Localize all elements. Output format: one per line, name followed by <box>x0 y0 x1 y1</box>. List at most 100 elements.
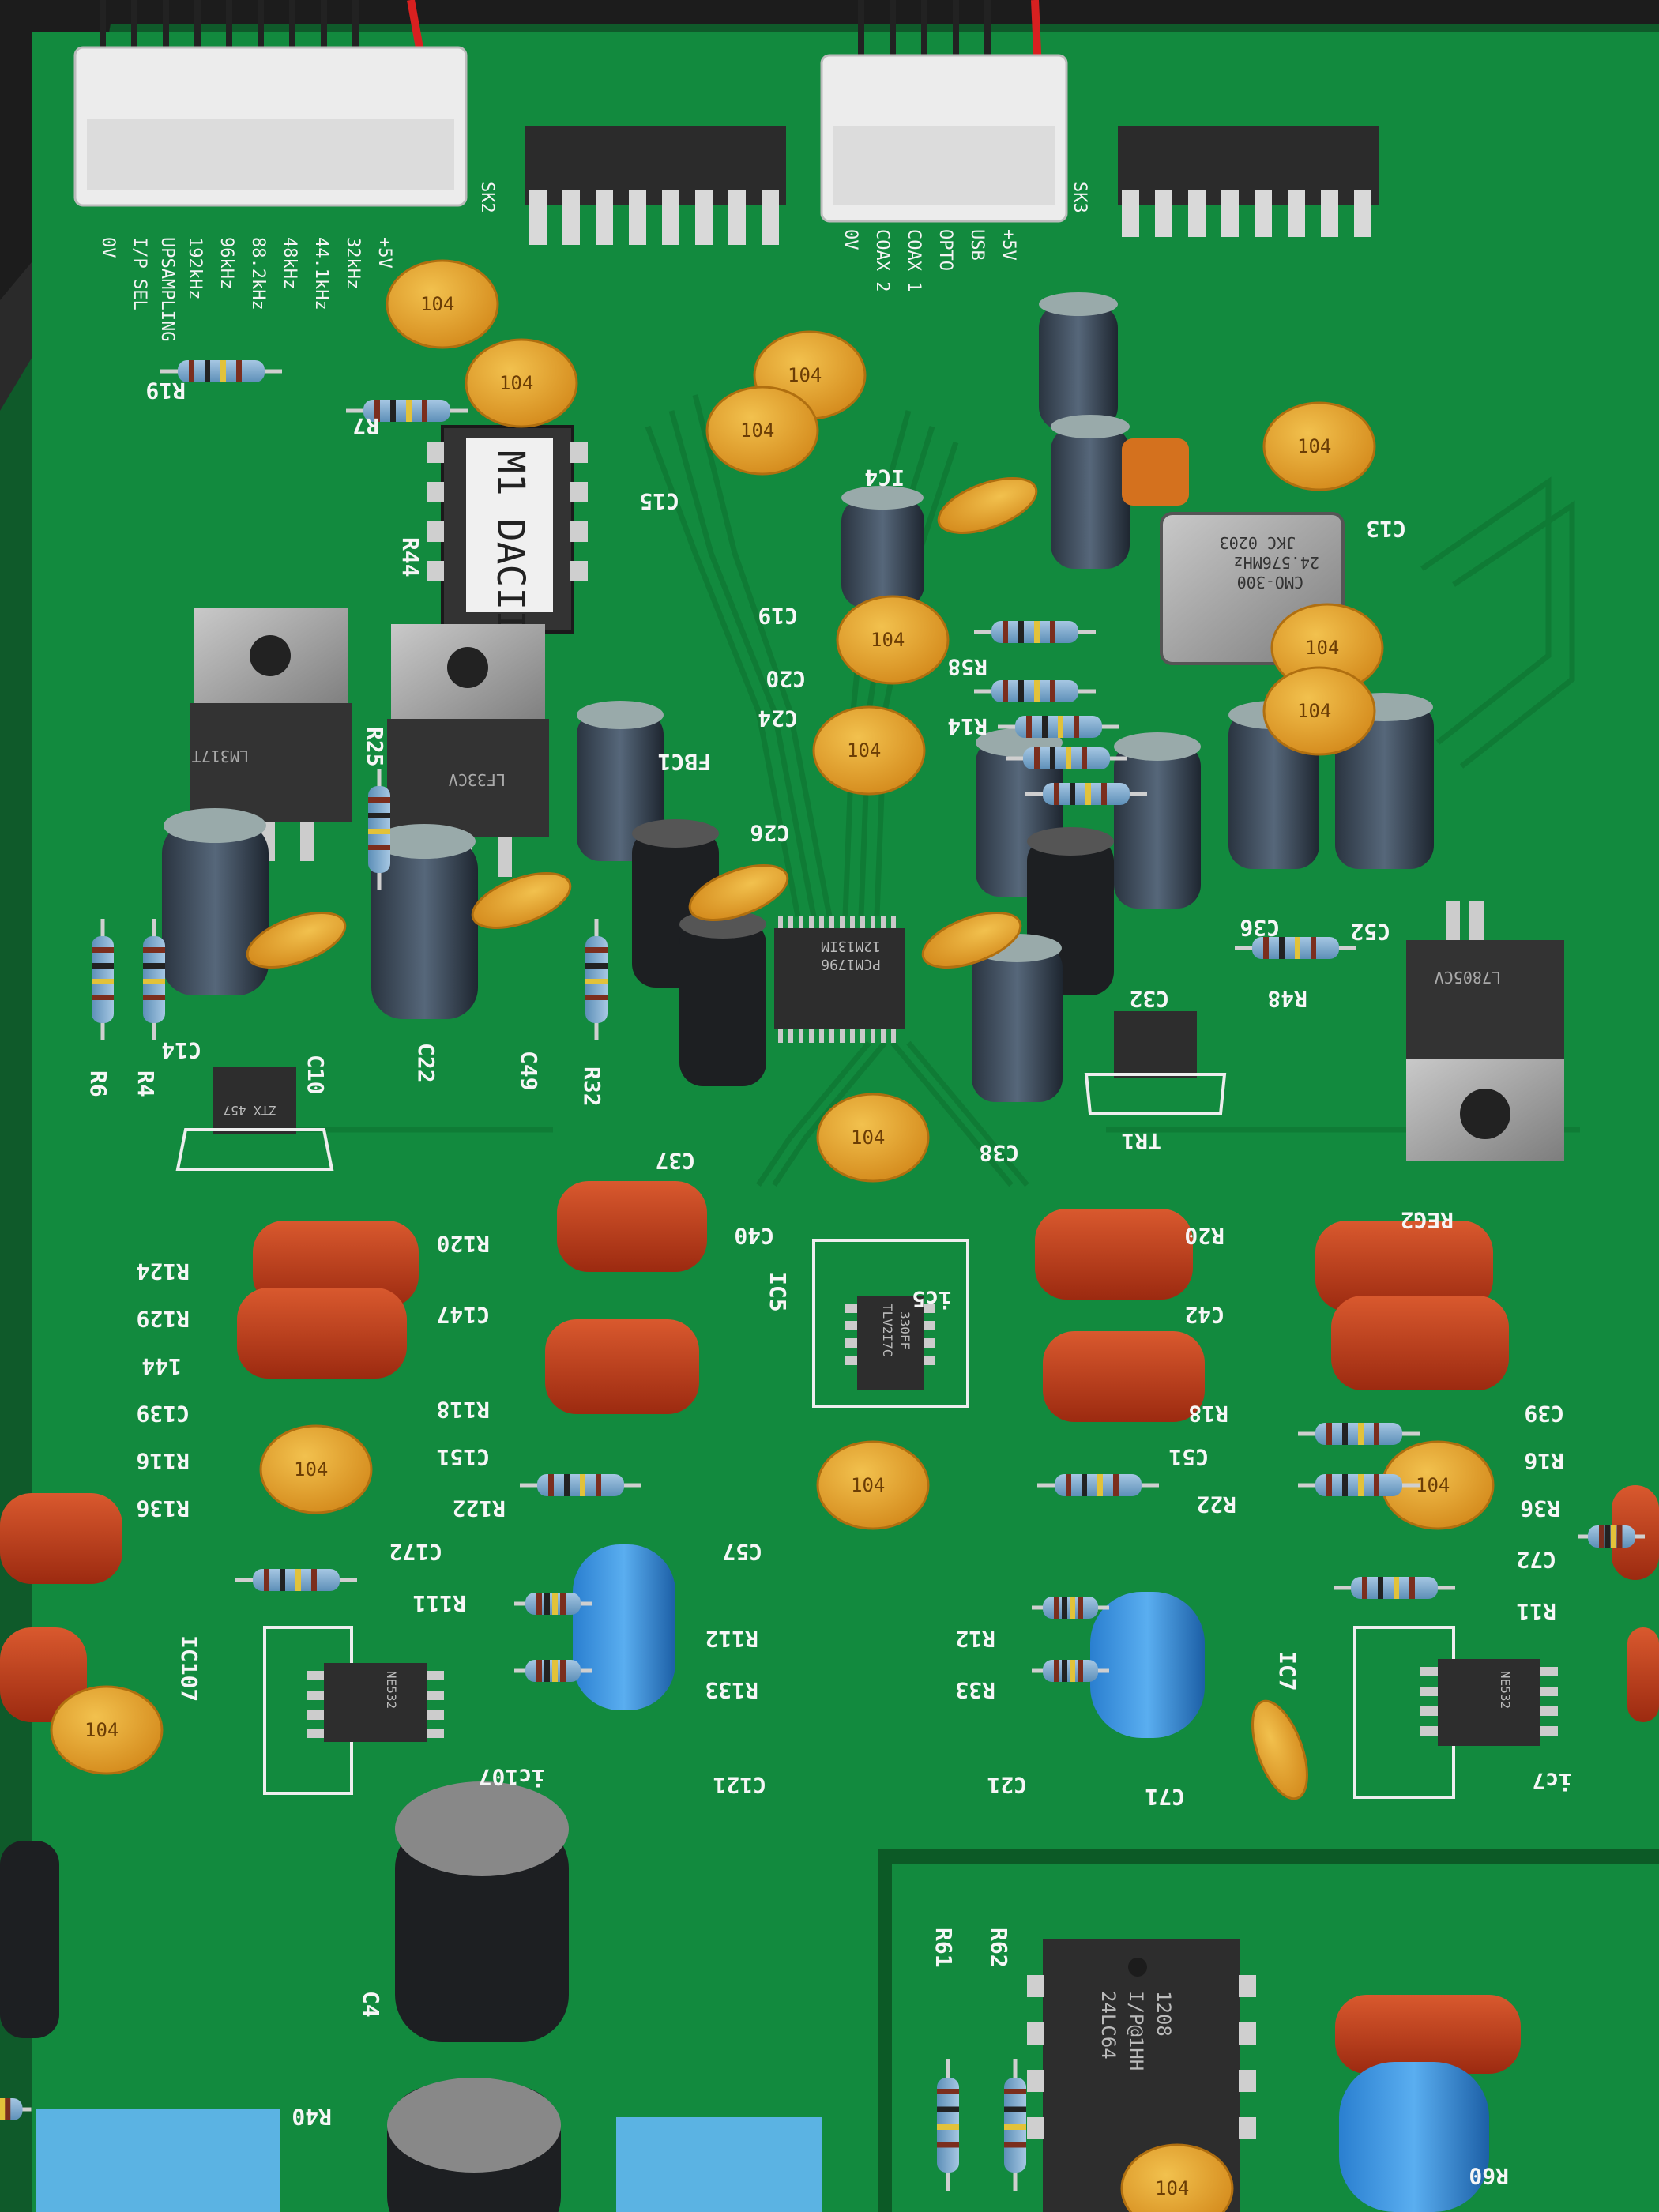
resistor <box>514 1660 592 1682</box>
silkscreen-label: IC7 <box>1274 1651 1300 1691</box>
sk2-pin-label: 0V <box>98 237 118 258</box>
resistor <box>998 716 1119 738</box>
ceramic-cap-marking: 104 <box>294 1458 328 1480</box>
ceramic-cap-marking: 104 <box>851 1474 885 1496</box>
ceramic-cap: 104 <box>50 1685 164 1775</box>
sk2-pin-label: 192kHz <box>185 237 205 299</box>
sk3-pin-label: COAX 2 <box>872 229 892 292</box>
sk3-pin-label: 0V <box>841 229 860 250</box>
resistor <box>585 919 608 1040</box>
eeprom-text: 24LC64 <box>1097 1991 1119 2060</box>
silkscreen-label: R58 <box>947 654 988 680</box>
ceramic-cap-marking: 104 <box>1155 2177 1189 2199</box>
resistor <box>1006 747 1127 769</box>
silkscreen-label: R62 <box>986 1928 1012 1968</box>
ne-left-text: NE532 <box>384 1671 399 1709</box>
ceramic-cap: 104 <box>465 338 578 428</box>
silkscreen-label: R36 <box>1520 1495 1560 1522</box>
silkscreen-label: R136 <box>137 1495 190 1522</box>
connector-sk2 <box>73 0 468 207</box>
resistor <box>1037 1474 1159 1496</box>
sk2-pin-label: 88.2kHz <box>248 237 268 310</box>
reg-left-text: LM317T <box>192 747 249 766</box>
silkscreen-label: R7 <box>352 413 379 439</box>
ceramic-cap-marking: 104 <box>740 419 774 442</box>
silkscreen-label: C4 <box>358 1991 384 2018</box>
ceramic-cap-marking: 104 <box>847 739 881 762</box>
silkscreen-label: R11 <box>1516 1598 1556 1624</box>
ceramic-cap: 104 <box>705 386 819 476</box>
ceramic-cap: 104 <box>386 259 499 349</box>
silkscreen-label: R129 <box>137 1306 190 1332</box>
resistors <box>0 360 1645 2191</box>
sk3-id: SK3 <box>1070 182 1089 213</box>
silkscreen-label: R48 <box>1267 986 1307 1012</box>
eeprom-text: 1208 <box>1153 1991 1175 2037</box>
silkscreen-label: R20 <box>1184 1223 1224 1249</box>
resistor <box>1298 1423 1420 1445</box>
ceramic-cap <box>688 864 789 921</box>
silkscreen-label: C121 <box>713 1772 766 1798</box>
ceramic-cap: 104 <box>1262 666 1376 756</box>
silkscreen-label: R44 <box>397 537 423 577</box>
ceramic-cap: 104 <box>1262 401 1376 491</box>
resistor <box>1004 2059 1026 2191</box>
silkscreen-label: IC5 <box>765 1272 791 1312</box>
ceramic-cap-marking: 104 <box>1416 1474 1450 1496</box>
ceramic-cap: 104 <box>836 595 950 685</box>
ceramic-cap: 104 <box>812 705 926 796</box>
silkscreen-label: C71 <box>1145 1784 1185 1810</box>
ceramic-cap-marking: 104 <box>420 293 454 315</box>
silkscreen-label: C72 <box>1516 1547 1556 1573</box>
resistor <box>346 400 468 422</box>
silkscreen-label: C42 <box>1184 1302 1224 1328</box>
chip-top-right <box>1118 126 1379 237</box>
silkscreen-label: ic7 <box>1532 1768 1572 1794</box>
tr-left-text: ZTX 457 <box>224 1103 276 1118</box>
silkscreen-label: R22 <box>1196 1492 1236 1518</box>
opamp-center-ic5: TLV2I7C 330FF <box>812 1239 969 1408</box>
silkscreen-label: R60 <box>1469 2163 1509 2189</box>
sk2-pin-label: I/P SEL <box>130 237 149 310</box>
dac-chip-label: M1 DACII <box>488 450 532 633</box>
opamp-center-text: 330FF <box>897 1311 912 1349</box>
resistor <box>160 360 282 382</box>
silkscreen-label: R112 <box>705 1626 758 1652</box>
ceramic-cap-marking: 104 <box>1297 435 1331 457</box>
resistor <box>92 919 114 1040</box>
resistor <box>937 2059 959 2191</box>
ceramic-cap-marking: 104 <box>85 1719 118 1741</box>
sk3-pin-label: USB <box>967 229 987 261</box>
resistor <box>1298 1474 1420 1496</box>
pcm1796-chip: PCM1796 12M13IM <box>774 916 905 1043</box>
silkscreen-label: C57 <box>722 1539 762 1565</box>
silkscreen-label: ic5 <box>912 1286 952 1312</box>
silkscreen-label: R19 <box>145 378 186 404</box>
silkscreen-label: R25 <box>362 727 388 767</box>
silkscreen-label: R18 <box>1188 1401 1228 1427</box>
silkscreen-label: C24 <box>758 705 798 732</box>
silkscreen-label: REG2 <box>1401 1207 1454 1233</box>
regulator-left: LM317T <box>190 608 352 861</box>
ceramic-cap-marking: 104 <box>788 364 822 386</box>
resistor <box>235 1569 357 1591</box>
resistor <box>368 769 390 890</box>
ceramic-cap-marking: 104 <box>1305 637 1339 659</box>
silkscreen-label: C19 <box>758 603 798 629</box>
silkscreen-label: C40 <box>734 1223 774 1249</box>
silkscreen-label: R111 <box>413 1590 466 1616</box>
transistor-tr1 <box>1084 1011 1227 1115</box>
silkscreen-label: TR1 <box>1121 1128 1161 1154</box>
ceramic-cap <box>921 912 1022 969</box>
silkscreen-label: C20 <box>766 666 806 692</box>
silkscreen-label: R122 <box>453 1495 506 1522</box>
chip-top-left <box>525 126 786 245</box>
sk2-id: SK2 <box>477 182 497 213</box>
pcm-text: PCM1796 <box>821 956 881 972</box>
crystal-text: CMO-300 <box>1237 573 1304 592</box>
resistor <box>974 621 1096 643</box>
electrolytic-caps <box>0 292 1434 2212</box>
silkscreen-label: R33 <box>955 1677 995 1703</box>
